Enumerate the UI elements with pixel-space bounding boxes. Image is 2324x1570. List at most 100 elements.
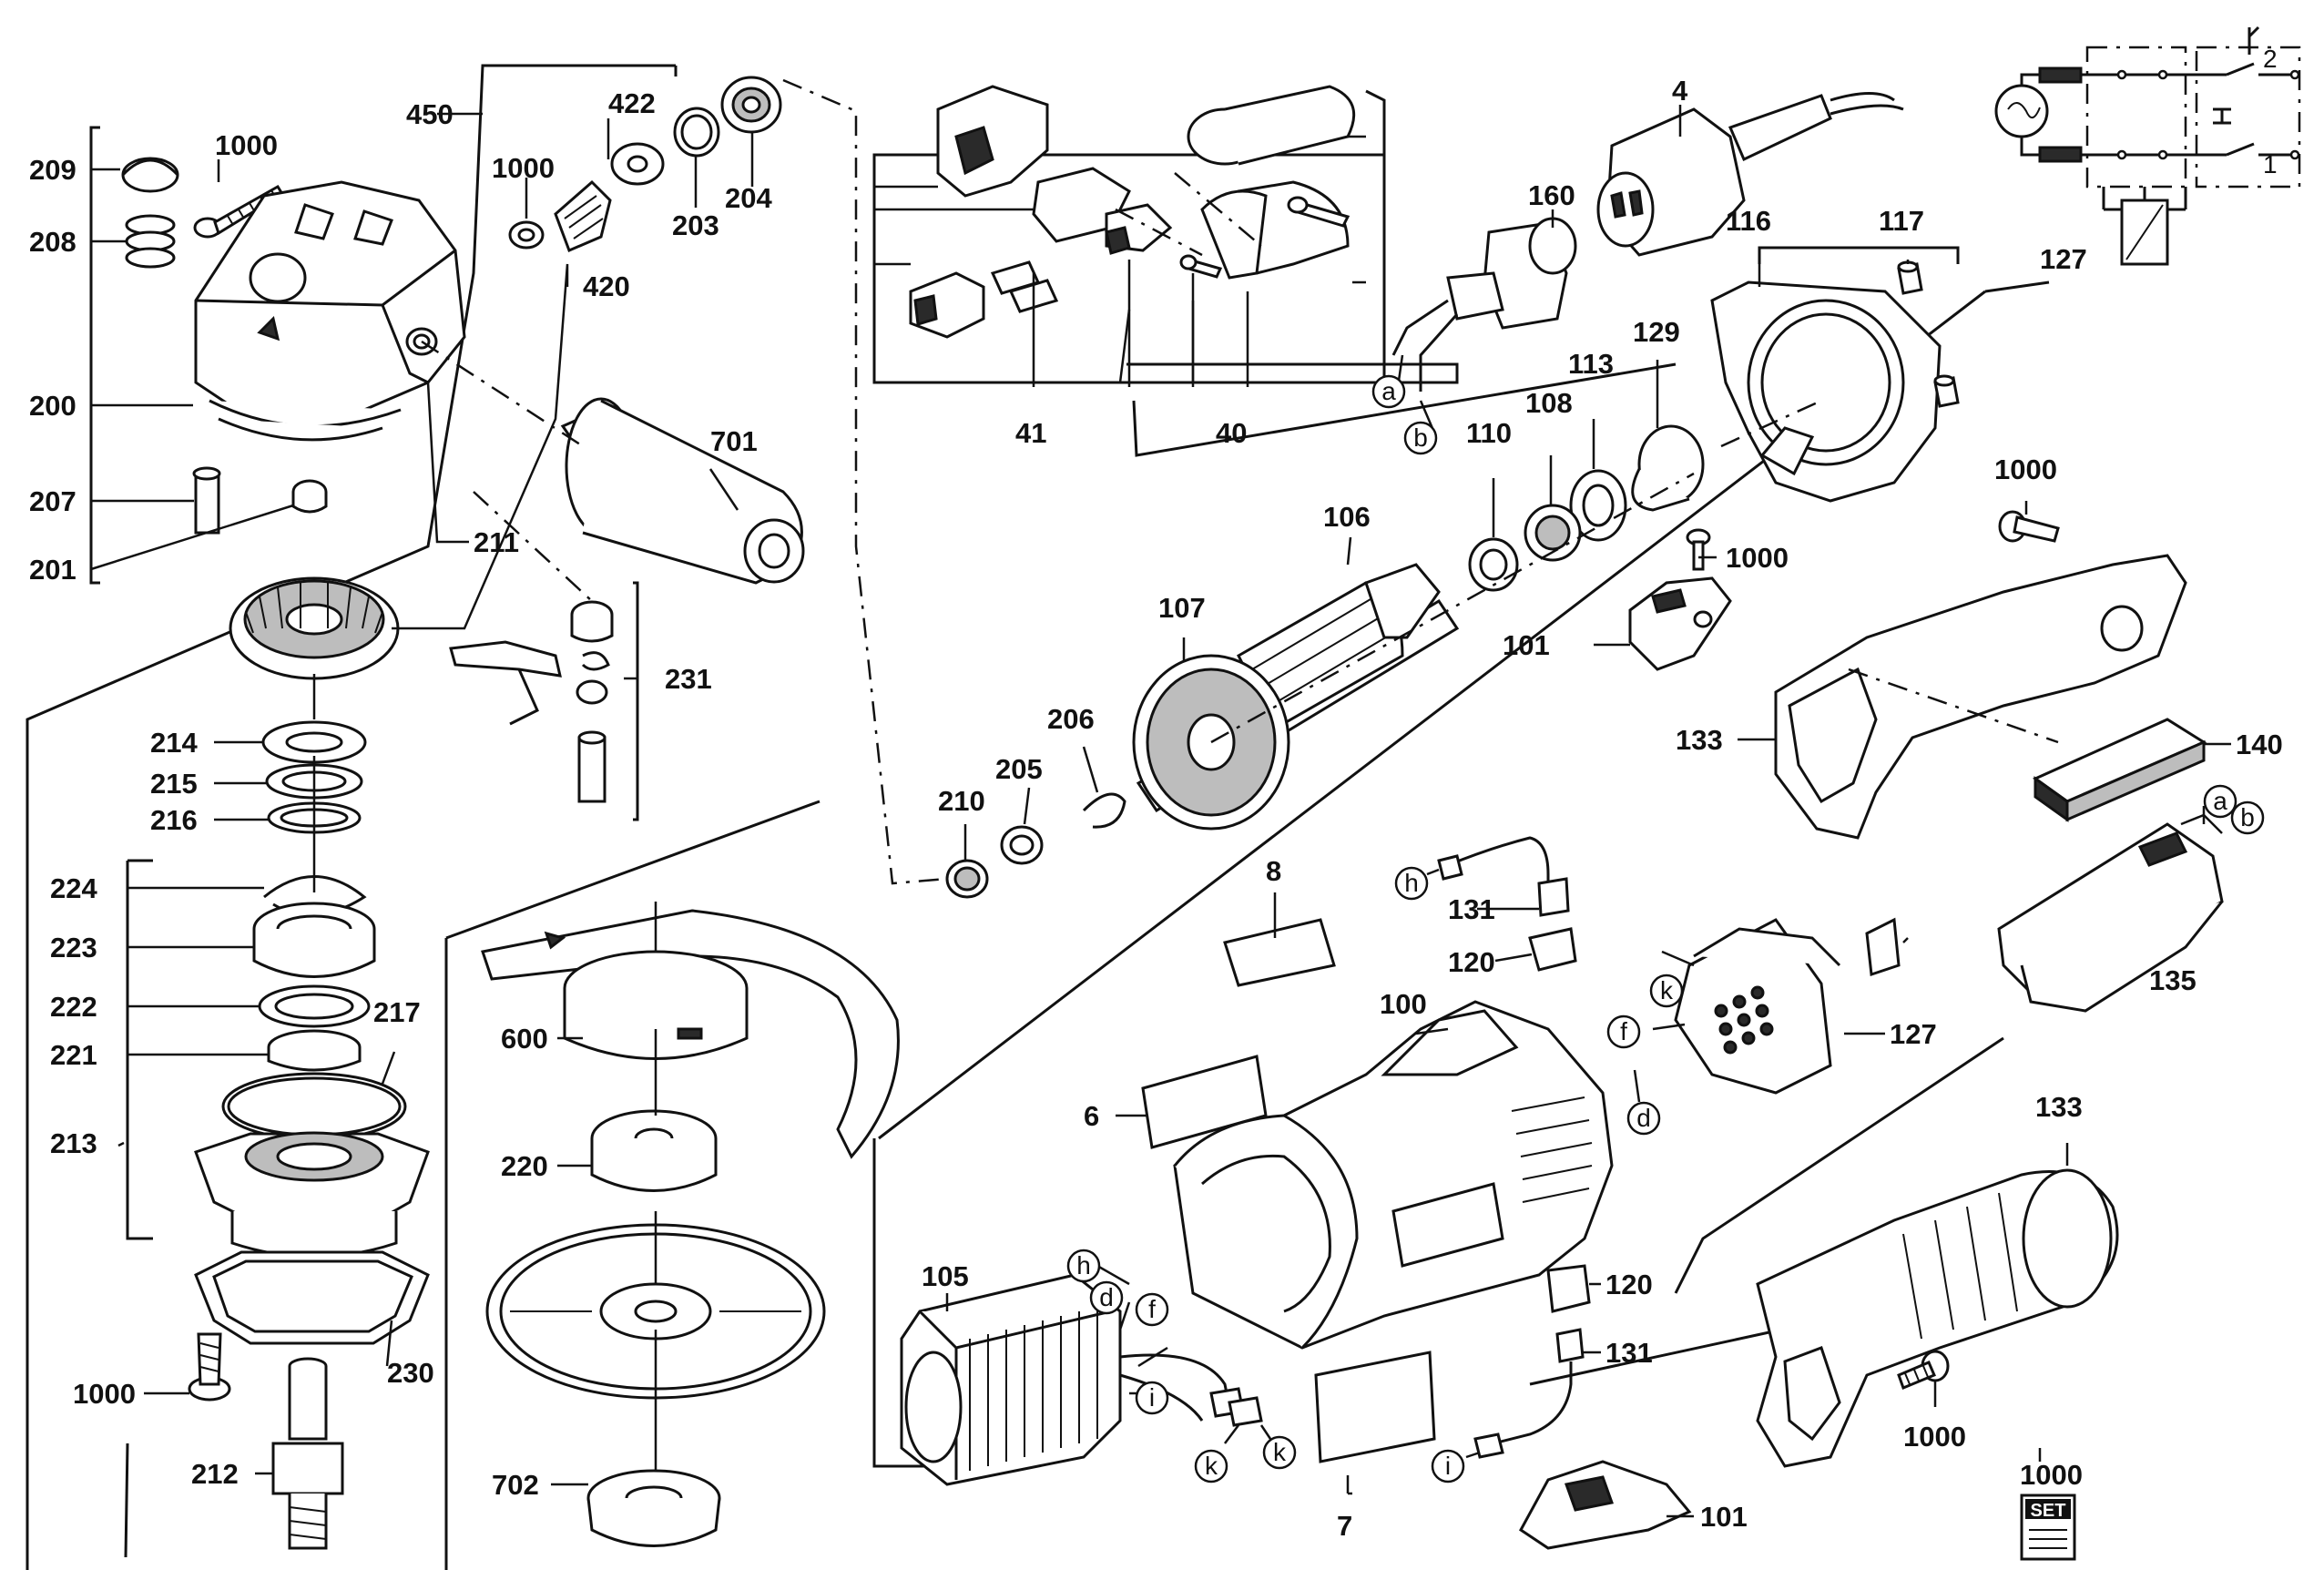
part-201-bush bbox=[291, 479, 328, 514]
label-204: 204 bbox=[725, 182, 772, 214]
connector-markers: a b a b h k f d h d f i k k i bbox=[1066, 374, 2265, 1483]
connector-h-stator: h bbox=[1066, 1249, 1101, 1283]
part-8-label bbox=[1223, 918, 1336, 987]
part-205-washer bbox=[1000, 825, 1044, 865]
label-217: 217 bbox=[373, 996, 421, 1028]
part-101-cover-bottom bbox=[1519, 1460, 1692, 1550]
svg-text:i: i bbox=[1445, 1452, 1451, 1480]
label-200: 200 bbox=[29, 390, 76, 422]
part-135-switch bbox=[1997, 822, 2224, 1013]
svg-text:d: d bbox=[1099, 1283, 1114, 1311]
part-600-guard bbox=[481, 909, 900, 1159]
connector-a-switch: a bbox=[2203, 784, 2237, 819]
connector-d-top: d bbox=[1626, 1101, 1661, 1136]
part-4-cable-plug bbox=[1596, 92, 1904, 257]
part-701-handle bbox=[560, 397, 805, 585]
label-117: 117 bbox=[1879, 205, 1924, 237]
part-127-brush-holder bbox=[1674, 917, 1901, 1095]
part-220-support-flange bbox=[590, 1109, 718, 1192]
part-200-gear-housing bbox=[194, 180, 466, 442]
svg-text:a: a bbox=[2213, 787, 2227, 815]
label-222: 222 bbox=[50, 991, 97, 1023]
label-422: 422 bbox=[608, 87, 656, 119]
part-grinding-disc bbox=[485, 1223, 826, 1400]
label-702: 702 bbox=[492, 1469, 539, 1501]
set-badge-text: SET bbox=[2031, 1501, 2066, 1521]
label-1000-nut: 1000 bbox=[492, 152, 555, 184]
label-113: 113 bbox=[1568, 348, 1614, 380]
part-140-pad bbox=[2033, 718, 2207, 822]
label-106: 106 bbox=[1323, 501, 1371, 533]
part-110-bearing-seat bbox=[1468, 537, 1519, 592]
label-110: 110 bbox=[1466, 417, 1512, 449]
label-231: 231 bbox=[665, 663, 712, 695]
label-203: 203 bbox=[672, 209, 719, 241]
part-1000-screw-left bbox=[188, 1332, 231, 1402]
label-7: 7 bbox=[1337, 1510, 1352, 1542]
part-210-bearing bbox=[945, 859, 989, 899]
label-127-schematic: 127 bbox=[2040, 243, 2087, 275]
leader-lines bbox=[90, 105, 2231, 1518]
part-207-pin bbox=[192, 466, 221, 535]
svg-text:f: f bbox=[1148, 1295, 1156, 1323]
label-207: 207 bbox=[29, 485, 76, 517]
part-212-spindle bbox=[271, 1357, 344, 1550]
label-1000-mid: 1000 bbox=[1726, 542, 1789, 574]
label-100: 100 bbox=[1380, 988, 1427, 1020]
label-220: 220 bbox=[501, 1150, 548, 1182]
part-101-cover-top bbox=[1628, 576, 1732, 671]
part-223-bearing bbox=[252, 902, 376, 978]
svg-text:b: b bbox=[1413, 423, 1428, 452]
part-208-springs bbox=[125, 214, 176, 269]
wiring-schematic: 2 1 bbox=[1994, 25, 2301, 266]
connector-b-switch: b bbox=[2230, 800, 2265, 835]
label-127: 127 bbox=[1890, 1018, 1937, 1050]
label-450: 450 bbox=[406, 98, 454, 130]
set-badge: SET bbox=[2020, 1494, 2076, 1561]
part-231-spindle-lock bbox=[449, 600, 614, 803]
label-221: 221 bbox=[50, 1039, 97, 1071]
label-135: 135 bbox=[2149, 964, 2197, 996]
label-8: 8 bbox=[1266, 855, 1281, 887]
label-6: 6 bbox=[1084, 1100, 1099, 1132]
label-209: 209 bbox=[29, 154, 76, 186]
part-213-bearing-flange bbox=[194, 1131, 430, 1259]
label-101-top: 101 bbox=[1503, 629, 1550, 661]
label-160: 160 bbox=[1528, 179, 1575, 211]
part-160-cable-holder bbox=[1391, 217, 1577, 392]
schematic-label-2: 2 bbox=[2263, 45, 2278, 73]
label-107: 107 bbox=[1158, 592, 1206, 624]
label-210: 210 bbox=[938, 785, 985, 817]
label-600: 600 bbox=[501, 1023, 548, 1055]
label-120-bottom: 120 bbox=[1605, 1269, 1653, 1300]
part-420-pinion bbox=[554, 179, 612, 252]
part-133-handle-half bbox=[1774, 554, 2187, 840]
svg-text:b: b bbox=[2240, 803, 2255, 831]
connector-f-top: f bbox=[1606, 1014, 1641, 1049]
part-221-ring bbox=[267, 1029, 362, 1072]
label-133-bottom: 133 bbox=[2035, 1091, 2083, 1123]
part-211-gear-wheel bbox=[229, 576, 400, 680]
connector-k-top: k bbox=[1649, 974, 1684, 1008]
label-120-top: 120 bbox=[1448, 946, 1495, 978]
label-4: 4 bbox=[1672, 75, 1688, 107]
connector-k-stator-b: k bbox=[1262, 1435, 1297, 1470]
label-208: 208 bbox=[29, 226, 76, 258]
part-1000-nut bbox=[508, 220, 545, 250]
label-211: 211 bbox=[474, 526, 519, 558]
part-203-ring bbox=[673, 107, 720, 158]
connector-i-stator: i bbox=[1135, 1381, 1169, 1415]
connector-d-stator: d bbox=[1089, 1280, 1124, 1315]
schematic-label-1: 1 bbox=[2263, 150, 2278, 178]
part-117-pins bbox=[1897, 260, 1960, 408]
label-1000-right: 1000 bbox=[1994, 454, 2057, 485]
svg-text:k: k bbox=[1273, 1438, 1287, 1466]
label-212: 212 bbox=[191, 1458, 239, 1490]
label-40: 40 bbox=[1216, 417, 1247, 449]
connector-a-top: a bbox=[1371, 374, 1406, 409]
label-116: 116 bbox=[1726, 205, 1771, 237]
label-701: 701 bbox=[710, 425, 758, 457]
label-223: 223 bbox=[50, 932, 97, 963]
label-129: 129 bbox=[1633, 316, 1680, 348]
